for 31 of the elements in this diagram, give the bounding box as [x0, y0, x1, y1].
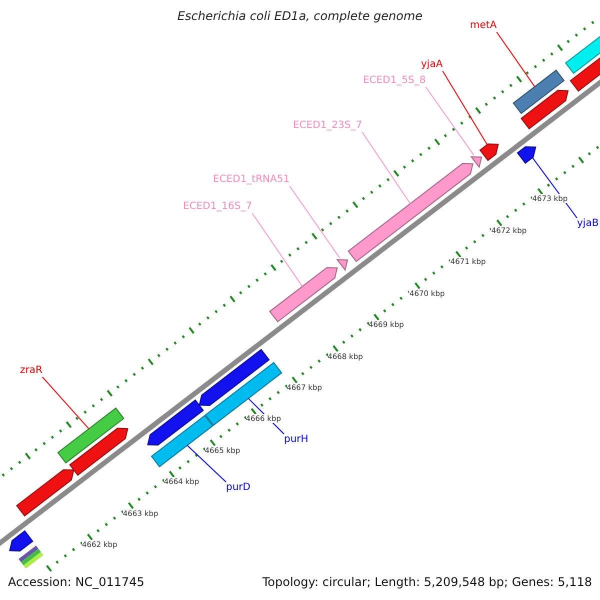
gene-feature: [348, 162, 474, 262]
leader-line: [289, 186, 340, 258]
gene-label: ECED1_16S_7: [183, 201, 252, 213]
gene-label: purH: [284, 434, 308, 446]
gene-feature: [336, 259, 348, 272]
gene-label: purD: [226, 482, 250, 494]
gene-feature: [269, 267, 338, 322]
gene-label: ECED1_5S_8: [363, 75, 426, 87]
topology-text: Topology: circular; Length: 5,209,548 bp; Genes: 5,118: [262, 575, 592, 590]
gene-feature: [57, 407, 124, 464]
gene-feature: [516, 146, 536, 164]
title: Escherichia coli ED1a, complete genome: [176, 9, 424, 24]
gene-label: yjaB: [577, 218, 599, 230]
gene-label: yjaA: [421, 59, 443, 71]
leader-line: [532, 157, 578, 218]
gene-feature: [512, 70, 565, 114]
leader-line: [362, 132, 411, 204]
leader-line: [186, 444, 226, 482]
gene-label: ECED1_23S_7: [293, 120, 362, 132]
gene-feature: [479, 144, 499, 162]
leader-line: [252, 212, 303, 287]
gene-label: ECED1_tRNA51: [213, 174, 290, 186]
accession-text: Accession: NC_011745: [8, 575, 144, 590]
gene-feature: [470, 156, 482, 168]
gene-label: metA: [470, 20, 497, 32]
leader-line: [442, 70, 488, 146]
leader-line: [42, 376, 90, 430]
gene-feature: [204, 362, 282, 426]
gene-label: zraR: [20, 365, 42, 377]
leader-line: [496, 32, 536, 88]
leader-line: [425, 86, 474, 156]
